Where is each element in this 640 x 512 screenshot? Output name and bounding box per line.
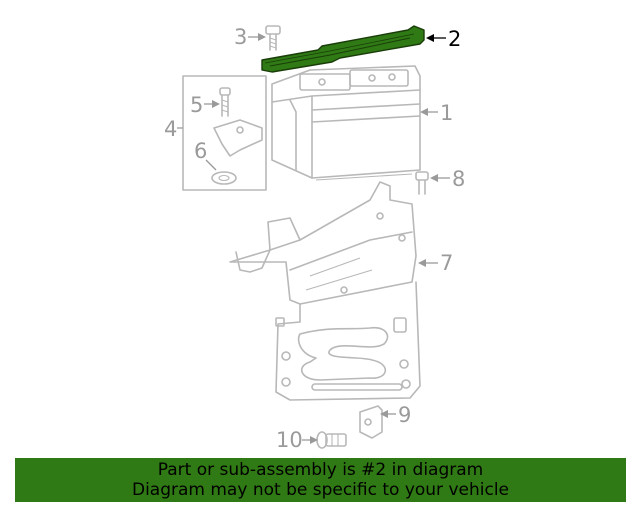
svg-text:3: 3: [234, 25, 247, 49]
svg-text:1: 1: [440, 101, 453, 125]
callout-5: 5: [190, 93, 220, 117]
callout-4: 4: [164, 117, 183, 141]
callout-9: 9: [380, 403, 411, 427]
callout-10: 10: [276, 428, 318, 450]
callout-2: 2: [426, 27, 461, 51]
part-3-bolt[interactable]: [265, 25, 281, 51]
svg-text:4: 4: [164, 117, 177, 141]
svg-text:5: 5: [190, 93, 203, 117]
part-1-battery[interactable]: [271, 65, 421, 181]
part-7-battery-tray[interactable]: [229, 181, 421, 401]
svg-text:2: 2: [448, 27, 461, 51]
parts-diagram: 3 2 1 4 5 6 8 7 9 10: [164, 25, 465, 450]
part-2-hold-down-bar[interactable]: [261, 25, 425, 73]
banner-line-2: Diagram may not be specific to your vehi…: [131, 480, 509, 500]
part-9-bracket[interactable]: [359, 405, 383, 439]
svg-text:6: 6: [194, 139, 207, 163]
callout-8: 8: [430, 167, 465, 191]
callout-6: 6: [194, 139, 217, 171]
part-10-bolt[interactable]: [316, 431, 347, 449]
part-4-bracket-kit[interactable]: [182, 75, 267, 191]
banner-line-1: Part or sub-assembly is #2 in diagram: [157, 460, 484, 480]
svg-text:10: 10: [276, 428, 303, 450]
part-8-bolt[interactable]: [415, 171, 429, 195]
svg-text:7: 7: [440, 251, 453, 275]
callout-1: 1: [420, 101, 453, 125]
callout-3: 3: [234, 25, 266, 49]
svg-text:9: 9: [398, 403, 411, 427]
callout-7: 7: [418, 251, 453, 275]
part-info-banner: Part or sub-assembly is #2 in diagram Di…: [15, 458, 626, 502]
svg-text:8: 8: [452, 167, 465, 191]
